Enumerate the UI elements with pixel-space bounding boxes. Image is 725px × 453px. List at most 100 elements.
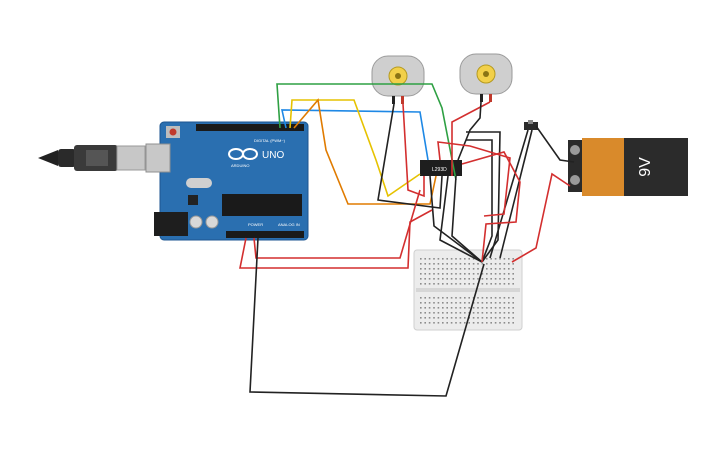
breadboard-hole [464,273,466,275]
breadboard-hole [481,302,484,304]
wire-arduino-5v-red [239,209,433,269]
breadboard-hole [477,297,479,299]
breadboard-hole [420,263,422,265]
breadboard-hole [424,297,426,299]
breadboard-hole [433,283,435,285]
breadboard-hole [446,283,448,285]
breadboard-hole [433,302,435,304]
breadboard-hole [477,278,479,280]
battery-9v: 9V [568,138,688,196]
breadboard-hole [428,297,431,299]
breadboard-hole [420,322,422,324]
board-model-label: UNO [262,150,284,161]
breadboard-hole [437,268,440,270]
wire-black-2 [451,175,483,263]
breadboard-hole [486,302,488,304]
breadboard-hole [508,268,510,270]
breadboard-hole [481,273,484,275]
breadboard-hole [494,322,497,324]
breadboard-hole [486,263,488,265]
slide-switch [524,120,538,130]
driver-chip-label: L293D [432,167,447,173]
breadboard-hole [437,297,440,299]
breadboard-hole [446,302,448,304]
wires [239,83,575,397]
breadboard-hole [508,258,510,260]
breadboard-hole [455,307,457,309]
breadboard-hole [468,258,470,260]
breadboard-hole [424,302,426,304]
breadboard-hole [472,317,475,319]
breadboard-hole [420,297,422,299]
breadboard-hole [499,273,501,275]
breadboard-hole [450,297,453,299]
board-brand-label: ARDUINO [231,163,249,168]
breadboard-hole [433,322,435,324]
breadboard-hole [433,312,435,314]
breadboard-hole [503,268,506,270]
breadboard-hole [503,297,506,299]
breadboard-hole [468,278,470,280]
breadboard-hole [446,317,448,319]
breadboard-hole [490,278,492,280]
breadboard-hole [508,312,510,314]
breadboard-hole [433,278,435,280]
breadboard-hole [499,322,501,324]
arduino-logo-icon [228,148,258,160]
breadboard-hole [512,268,514,270]
breadboard-hole [472,322,475,324]
breadboard-hole [512,278,514,280]
breadboard-hole [494,258,497,260]
breadboard-hole [512,283,514,285]
wire-red-motor-to-board [437,141,511,217]
breadboard-hole [481,312,484,314]
breadboard-hole [455,268,457,270]
breadboard-hole [494,312,497,314]
breadboard-hole [428,278,431,280]
breadboard-hole [442,273,444,275]
breadboard-hole [477,322,479,324]
breadboard-hole [455,278,457,280]
motor-left [371,55,425,104]
breadboard-hole [499,283,501,285]
breadboard-hole [424,273,426,275]
breadboard-hole [420,307,422,309]
breadboard-hole [428,317,431,319]
breadboard-hole [420,268,422,270]
wire-green [276,83,457,181]
breadboard-hole [420,317,422,319]
breadboard-hole [433,263,435,265]
breadboard-hole [459,263,462,265]
breadboard-hole [424,312,426,314]
breadboard-hole [437,317,440,319]
breadboard-hole [428,312,431,314]
breadboard-hole [464,283,466,285]
breadboard-hole [446,297,448,299]
breadboard-hole [512,302,514,304]
breadboard-hole [450,302,453,304]
breadboard-hole [459,317,462,319]
breadboard-hole [428,302,431,304]
breadboard-hole [442,302,444,304]
wire-switch-black-b [499,129,533,259]
breadboard-hole [508,273,510,275]
breadboard-hole [442,297,444,299]
breadboard-hole [459,307,462,309]
breadboard-hole [486,317,488,319]
breadboard-hole [512,312,514,314]
breadboard-hole [468,268,470,270]
breadboard-hole [490,258,492,260]
breadboard-hole [490,263,492,265]
breadboard-hole [512,307,514,309]
breadboard-hole [472,283,475,285]
mini-breadboard [413,249,523,331]
breadboard-hole [472,263,475,265]
breadboard-hole [464,297,466,299]
breadboard-hole [464,258,466,260]
breadboard-hole [442,312,444,314]
breadboard-hole [503,278,506,280]
breadboard-hole [477,307,479,309]
breadboard-hole [442,322,444,324]
breadboard-hole [494,297,497,299]
